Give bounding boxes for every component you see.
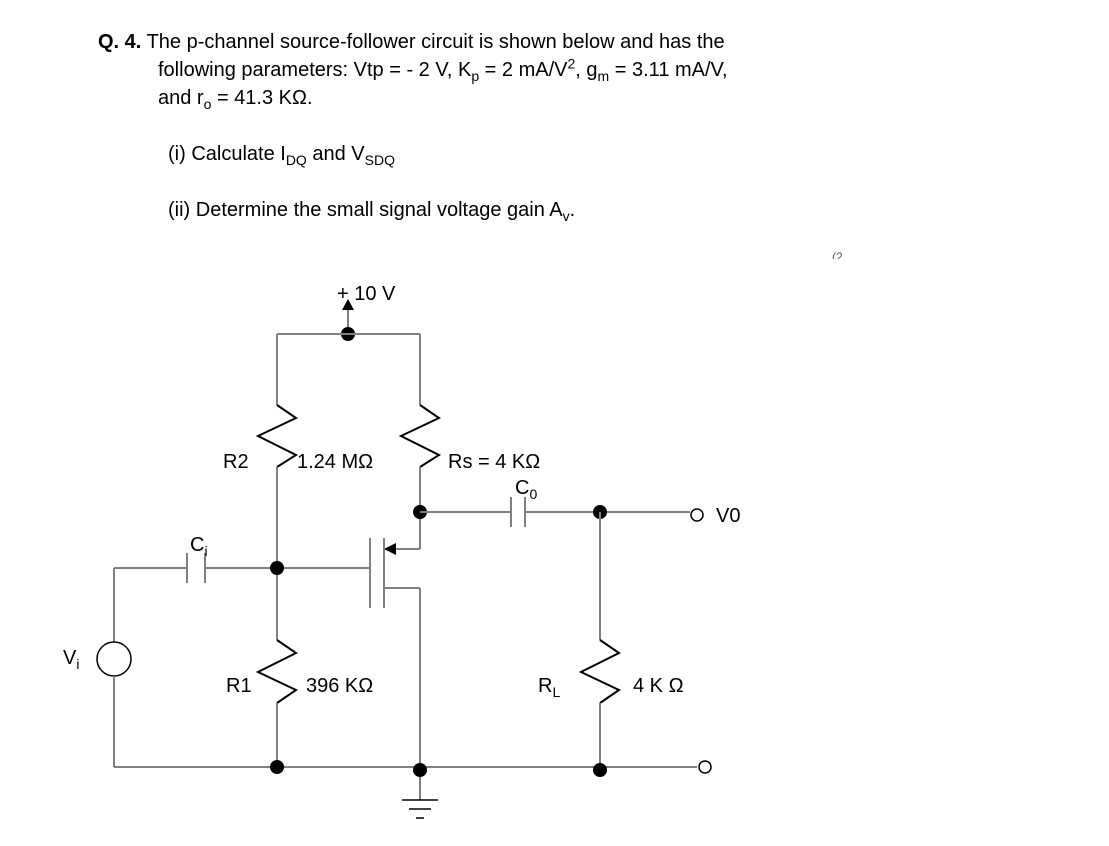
co-label-sub: 0	[529, 486, 537, 502]
ci-label-sub: i	[204, 543, 207, 559]
r2-value: 1.24 MΩ	[297, 451, 373, 473]
r2-name: R2	[223, 451, 249, 473]
part-text: (ii) Determine the small signal voltage …	[168, 199, 563, 221]
ground-terminal	[698, 760, 712, 774]
rl-resistor	[578, 639, 622, 704]
co-label: C0	[515, 477, 537, 502]
rs-resistor	[398, 404, 442, 468]
output-terminal	[690, 508, 704, 522]
ci-label: Ci	[190, 534, 208, 559]
vi-source-icon	[96, 641, 132, 677]
rl-value: 4 K Ω	[633, 675, 684, 697]
part-sub: DQ	[285, 152, 307, 168]
param-text: = 2 mA/V	[479, 59, 568, 81]
part-text: .	[569, 199, 576, 221]
rs-label: Rs = 4 KΩ	[448, 451, 540, 473]
part-sub: v	[562, 208, 570, 224]
question-part-1: (i) Calculate IDQ and VSDQ	[168, 143, 395, 167]
bottom-node-center	[413, 763, 427, 777]
r1-name: R1	[226, 675, 252, 697]
question-intro: The p-channel source-follower circuit is…	[146, 31, 725, 53]
part-text: (i) Calculate I	[168, 143, 286, 165]
rl-label-main: R	[538, 675, 552, 697]
bottom-node-right	[593, 763, 607, 777]
co-label-main: C	[515, 477, 529, 499]
param-sub: o	[203, 96, 212, 112]
ci-label-main: C	[190, 534, 204, 556]
question-part-2: (ii) Determine the small signal voltage …	[168, 199, 576, 223]
param-text: , g	[575, 59, 598, 81]
vi-label-sub: i	[76, 656, 79, 672]
part-text: and V	[306, 143, 365, 165]
supply-label: + 10 V	[337, 283, 396, 305]
r1-resistor	[255, 639, 299, 704]
param-text: = 41.3 KΩ.	[211, 87, 313, 109]
bottom-node-left	[270, 760, 284, 774]
rl-label-sub: L	[552, 684, 560, 700]
vi-label: Vi	[63, 647, 79, 672]
question-line-2: following parameters: Vtp = - 2 V, Kp = …	[158, 56, 728, 83]
source-arrow-icon	[384, 543, 396, 555]
param-sub: p	[471, 68, 480, 84]
param-text: and r	[158, 87, 204, 109]
gate-node	[270, 561, 284, 575]
question-number: Q. 4.	[98, 31, 142, 53]
vi-label-main: V	[63, 647, 77, 669]
question-line-1: Q. 4. The p-channel source-follower circ…	[98, 32, 725, 52]
supply-arrow-icon	[342, 299, 354, 310]
part-sub: SDQ	[364, 152, 395, 168]
vo-label: V0	[716, 505, 740, 527]
param-text: = 3.11 mA/V,	[609, 59, 728, 81]
r2-resistor	[255, 404, 299, 468]
rl-label: RL	[538, 675, 560, 700]
param-sup: 2	[567, 55, 576, 72]
param-text: following parameters: Vtp = - 2 V, K	[158, 59, 472, 81]
r1-value: 396 KΩ	[306, 675, 373, 697]
marks-fragment: (2	[832, 251, 843, 259]
question-line-3: and ro = 41.3 KΩ.	[158, 87, 313, 111]
param-sub: m	[597, 68, 610, 84]
